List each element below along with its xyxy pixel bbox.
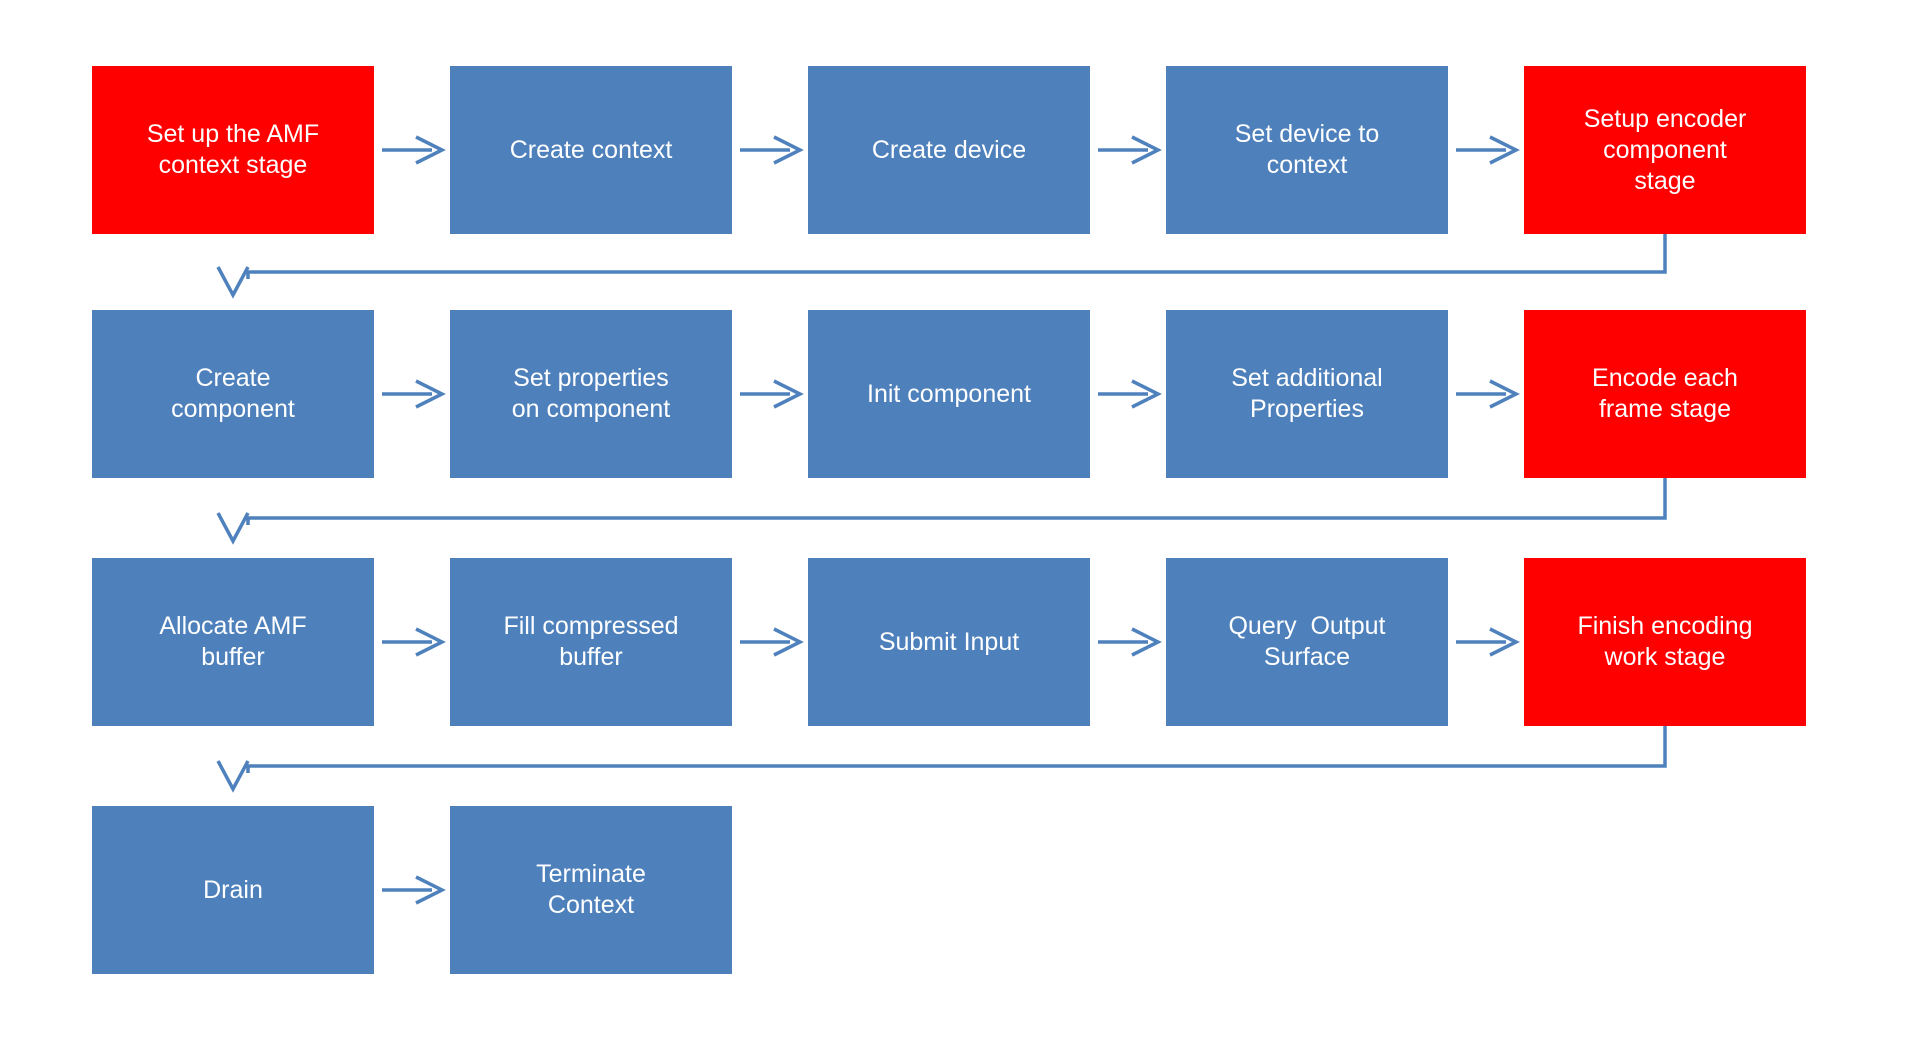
box-finish-encoding-work-stage: Finish encoding work stage	[1524, 558, 1806, 726]
box-label: Drain	[203, 875, 263, 904]
box-set-up-amf-context-stage: Set up the AMF context stage	[92, 66, 374, 234]
flow-row-2: Create component Set properties on compo…	[92, 310, 1806, 478]
box-set-properties-on-component: Set properties on component	[450, 310, 732, 478]
elbow-connector-row3-row4	[216, 726, 1667, 793]
box-drain: Drain	[92, 806, 374, 974]
elbow-connector-row2-row3	[216, 478, 1667, 545]
box-label: Set up the AMF context stage	[146, 120, 320, 179]
box-label: Terminate Context	[536, 860, 646, 919]
box-label: Set additional Properties	[1231, 364, 1383, 423]
box-label: Setup encoder component stage	[1583, 104, 1747, 195]
flow-row-3: Allocate AMF buffer Fill compressed buff…	[92, 558, 1806, 726]
box-label: Create device	[871, 135, 1027, 164]
box-set-additional-properties: Set additional Properties	[1166, 310, 1448, 478]
box-encode-each-frame-stage: Encode each frame stage	[1524, 310, 1806, 478]
box-create-context: Create context	[450, 66, 732, 234]
box-set-device-to-context: Set device to context	[1166, 66, 1448, 234]
box-label: Create component	[171, 364, 295, 423]
box-label: Query Output Surface	[1228, 612, 1386, 671]
box-label: Allocate AMF buffer	[159, 612, 307, 671]
box-submit-input: Submit Input	[808, 558, 1090, 726]
box-create-component: Create component	[92, 310, 374, 478]
flow-row-4: Drain Terminate Context	[92, 806, 732, 974]
flow-row-1: Set up the AMF context stage Create cont…	[92, 66, 1806, 234]
box-label: Create context	[509, 135, 673, 164]
box-label: Init component	[867, 379, 1031, 408]
box-fill-compressed-buffer: Fill compressed buffer	[450, 558, 732, 726]
box-terminate-context: Terminate Context	[450, 806, 732, 974]
box-label: Finish encoding work stage	[1577, 612, 1753, 671]
box-label: Fill compressed buffer	[503, 612, 679, 671]
box-label: Submit Input	[878, 627, 1020, 656]
box-setup-encoder-component-stage: Setup encoder component stage	[1524, 66, 1806, 234]
box-create-device: Create device	[808, 66, 1090, 234]
elbow-connector-row1-row2	[216, 234, 1667, 299]
box-label: Encode each frame stage	[1592, 364, 1738, 423]
box-allocate-amf-buffer: Allocate AMF buffer	[92, 558, 374, 726]
box-label: Set device to context	[1234, 120, 1380, 179]
box-query-output-surface: Query Output Surface	[1166, 558, 1448, 726]
box-label: Set properties on component	[511, 364, 671, 423]
box-init-component: Init component	[808, 310, 1090, 478]
